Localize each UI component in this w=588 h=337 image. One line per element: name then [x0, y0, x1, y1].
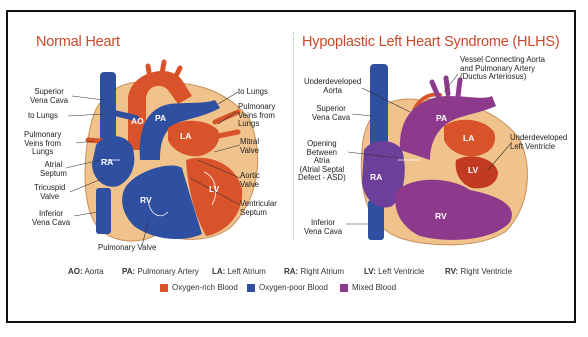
legend-abbr-ra: RA: Right Atrium — [284, 267, 344, 276]
normal-chamber-ao: AO — [131, 116, 144, 126]
label-superior-vena-cava: Superior Vena Cava — [30, 88, 68, 105]
label-hlhs-inferior-vena-cava: Inferior Vena Cava — [304, 219, 342, 236]
label-pulmonary-valve: Pulmonary Valve — [98, 244, 156, 253]
label-pulmonary-veins-right: Pulmonary Veins from Lungs — [238, 103, 275, 129]
label-underdeveloped-aorta: Underdeveloped Aorta — [304, 78, 361, 95]
label-pulmonary-veins-left: Pulmonary Veins from Lungs — [24, 131, 61, 157]
normal-chamber-ra: RA — [101, 157, 113, 167]
legend-mixed: Mixed Blood — [340, 283, 396, 292]
legend-abbr-pa: PA: Pulmonary Artery — [122, 267, 199, 276]
label-aortic-valve: Aortic Valve — [240, 172, 260, 189]
mixed-swatch — [340, 284, 348, 292]
label-atrial-septum: Atrial Septum — [40, 161, 67, 178]
hlhs-chamber-lv: LV — [468, 165, 478, 175]
legend-oxygen-rich: Oxygen-rich Blood — [160, 283, 238, 292]
oxygen-poor-swatch — [247, 284, 255, 292]
hlhs-chamber-pa: PA — [436, 113, 447, 123]
label-ventricular-septum: Ventricular Septum — [240, 200, 277, 217]
normal-svc — [100, 72, 116, 142]
normal-chamber-rv: RV — [140, 195, 152, 205]
oxygen-rich-swatch — [160, 284, 168, 292]
normal-chamber-la: LA — [180, 131, 191, 141]
hlhs-chamber-ra: RA — [370, 172, 382, 182]
normal-heart-illustration — [85, 62, 258, 241]
normal-chamber-pa: PA — [155, 113, 166, 123]
normal-chamber-lv: LV — [209, 184, 219, 194]
label-vessel-connecting: Vessel Connecting Aorta and Pulmonary Ar… — [460, 56, 545, 82]
normal-ivc — [96, 188, 111, 234]
label-underdeveloped-lv: Underdeveloped Left Ventricle — [510, 134, 567, 151]
label-mitral-valve: Mitral Valve — [240, 138, 259, 155]
hlhs-chamber-la: LA — [463, 133, 474, 143]
legend-abbr-ao: AO: Aorta — [68, 267, 104, 276]
label-inferior-vena-cava: Inferior Vena Cava — [32, 210, 70, 227]
legend-abbr-la: LA: Left Atrium — [212, 267, 266, 276]
legend-abbr-rv: RV: Right Ventricle — [445, 267, 512, 276]
label-tricuspid-valve: Tricuspid Valve — [34, 184, 65, 201]
label-to-lungs-left: to Lungs — [28, 112, 58, 121]
label-opening-between-atria: Opening Between Atria (Atrial Septal Def… — [298, 140, 346, 183]
hlhs-chamber-rv: RV — [435, 211, 447, 221]
label-hlhs-superior-vena-cava: Superior Vena Cava — [312, 105, 350, 122]
legend-abbr-lv: LV: Left Ventricle — [364, 267, 424, 276]
legend-oxygen-poor: Oxygen-poor Blood — [247, 283, 328, 292]
label-to-lungs-right: to Lungs — [238, 88, 268, 97]
